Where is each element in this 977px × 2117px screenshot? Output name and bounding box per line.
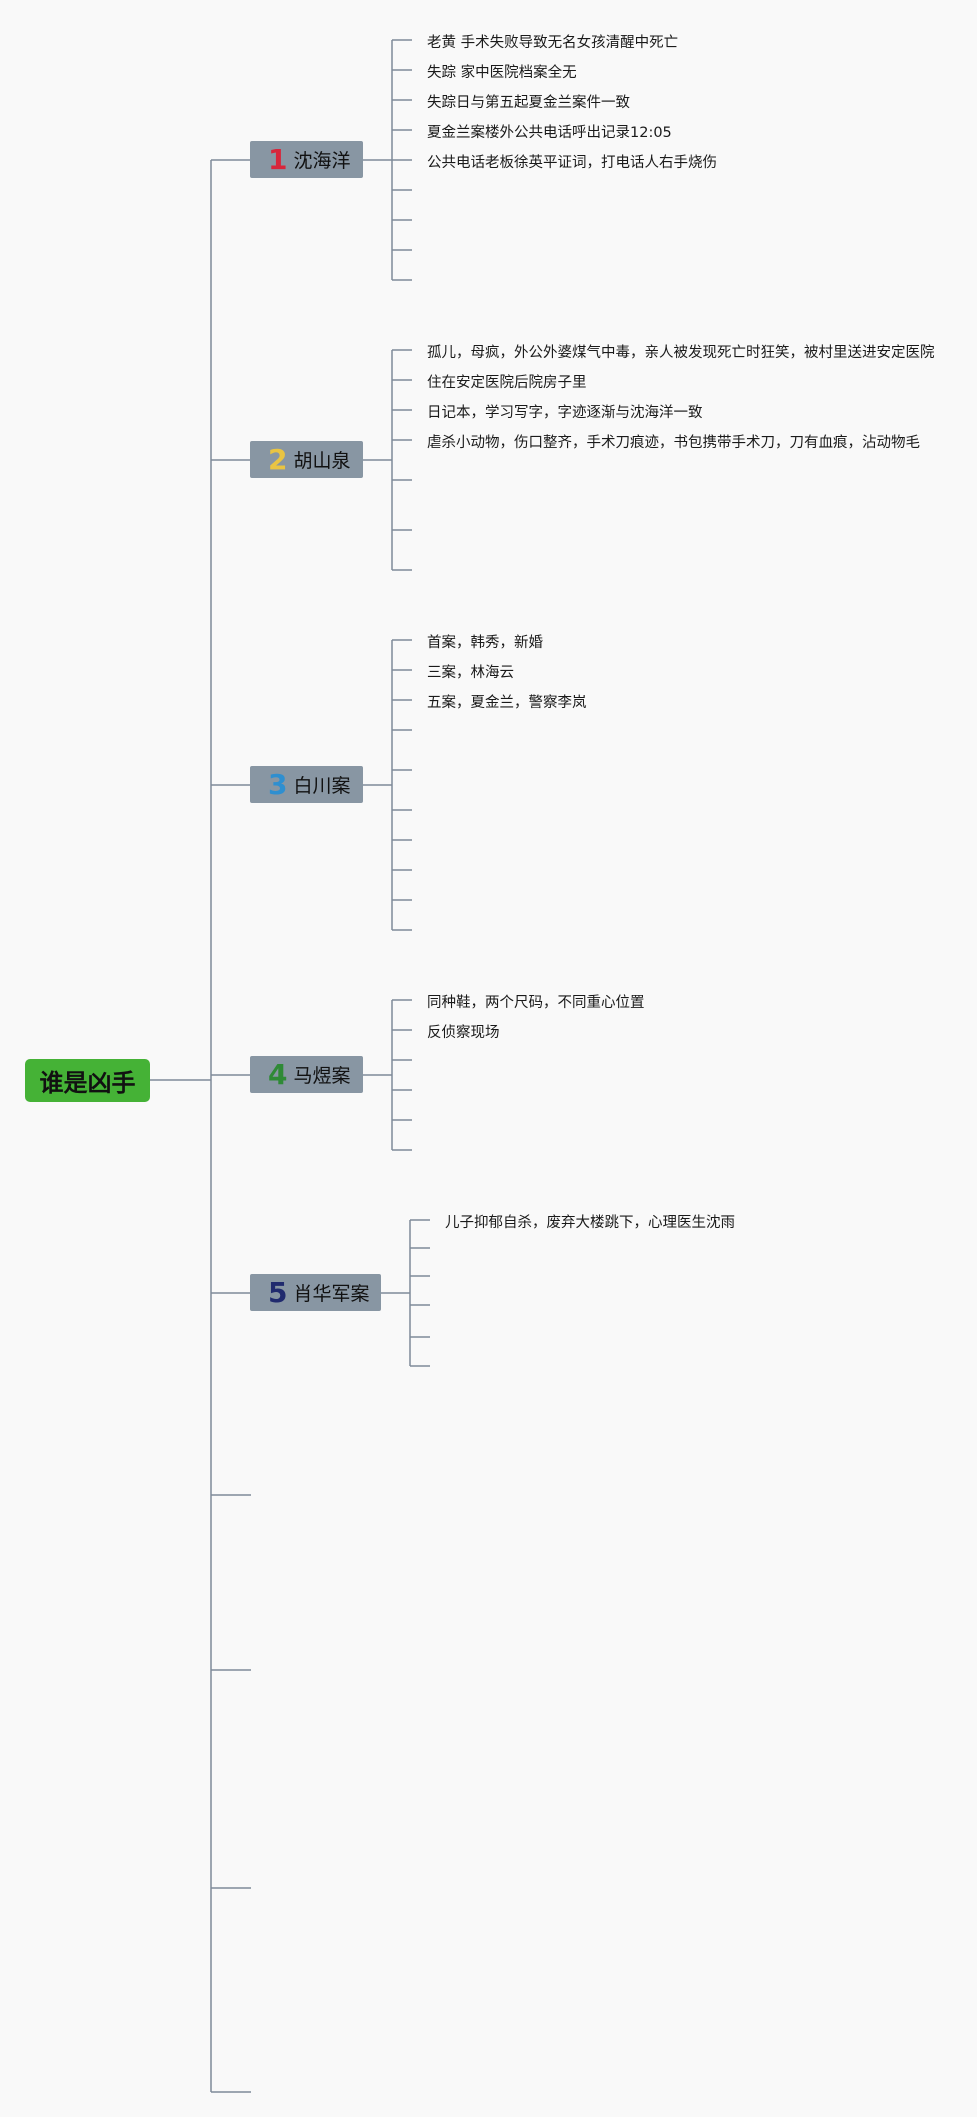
leaf-item: 失踪日与第五起夏金兰案件一致	[427, 95, 630, 111]
leaf-item: 同种鞋，两个尺码，不同重心位置	[427, 995, 645, 1011]
branch-label: 马煜案	[293, 1065, 351, 1087]
leaf-item: 公共电话老板徐英平证词，打电话人右手烧伤	[427, 155, 717, 171]
leaf-item: 夏金兰案楼外公共电话呼出记录12:05	[427, 125, 672, 141]
branch-number: 5	[268, 1275, 288, 1309]
branch-number: 3	[268, 767, 288, 801]
root-node[interactable]: 谁是凶手	[25, 1059, 150, 1102]
branch-node-3[interactable]: 3 白川案	[250, 766, 363, 803]
branch-label: 白川案	[293, 775, 351, 797]
branch-number: 1	[268, 142, 288, 176]
leaf-item: 三案，林海云	[427, 665, 514, 681]
branch-label: 肖华军案	[293, 1283, 370, 1305]
branch-node-1[interactable]: 1 沈海洋	[250, 141, 363, 178]
branch-node-2[interactable]: 2 胡山泉	[250, 441, 363, 478]
branch-node-5[interactable]: 5 肖华军案	[250, 1274, 381, 1311]
leaf-item: 虐杀小动物，伤口整齐，手术刀痕迹，书包携带手术刀，刀有血痕，沾动物毛	[427, 435, 920, 451]
leaf-item: 日记本，学习写字，字迹逐渐与沈海洋一致	[427, 405, 703, 421]
leaf-item: 孤儿，母疯，外公外婆煤气中毒，亲人被发现死亡时狂笑，被村里送进安定医院	[427, 345, 935, 361]
leaf-item: 失踪 家中医院档案全无	[427, 65, 577, 81]
leaf-item: 首案，韩秀，新婚	[427, 635, 543, 651]
branch-label: 沈海洋	[293, 150, 351, 172]
leaf-item: 儿子抑郁自杀，废弃大楼跳下，心理医生沈雨	[445, 1215, 735, 1231]
leaf-item: 住在安定医院后院房子里	[427, 375, 587, 391]
leaf-item: 反侦察现场	[427, 1025, 500, 1041]
branch-label: 胡山泉	[293, 450, 351, 472]
branch-number: 4	[268, 1057, 288, 1091]
branch-number: 2	[268, 442, 288, 476]
leaf-item: 老黄 手术失败导致无名女孩清醒中死亡	[427, 35, 679, 51]
root-label: 谁是凶手	[39, 1069, 136, 1097]
branch-node-4[interactable]: 4 马煜案	[250, 1056, 363, 1093]
leaf-item: 五案，夏金兰，警察李岚	[427, 695, 587, 711]
